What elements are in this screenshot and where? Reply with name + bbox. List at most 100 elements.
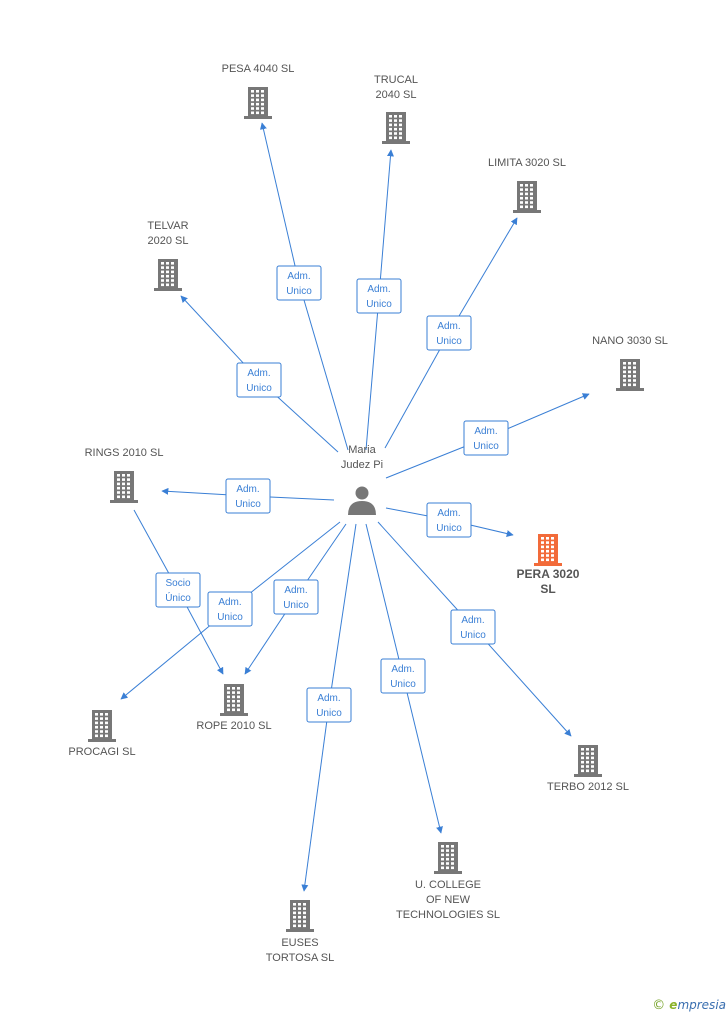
edge-role-line: Adm.: [317, 693, 340, 704]
edge-role-line: Unico: [217, 612, 243, 623]
company-node-rope[interactable]: ROPE 2010 SL: [196, 684, 272, 732]
company-name-line: 2040 SL: [376, 89, 417, 101]
company-node-terbo[interactable]: TERBO 2012 SL: [547, 745, 629, 793]
company-name-line: U. COLLEGE: [415, 879, 481, 891]
edge-role-line: Adm.: [391, 664, 414, 675]
person-name-line: Judez Pi: [341, 459, 383, 471]
edge-role-line: Unico: [436, 523, 462, 534]
edge-rope: Adm. Unico: [244, 523, 347, 675]
company-name-line: PESA 4040 SL: [222, 63, 295, 75]
edge-pesa: Adm.Unico: [260, 122, 349, 451]
company-name: PESA 4040 SL: [222, 63, 295, 75]
edge-nano: Adm.Unico: [385, 393, 590, 479]
edge-role-line: Adm.: [367, 284, 390, 295]
edge-euses: Adm. Unico: [301, 523, 357, 892]
edge-role-box[interactable]: [273, 579, 319, 615]
edge-role-line: Unico: [316, 708, 342, 719]
company-name: ROPE 2010 SL: [196, 720, 271, 732]
edge-role-line: Unico: [436, 336, 462, 347]
building-icon: [434, 842, 462, 874]
edge-role-box[interactable]: [426, 502, 472, 538]
edge-line: [365, 295, 380, 451]
edge-college: Adm.Unico: [365, 523, 443, 834]
company-name-line: EUSES: [281, 937, 318, 949]
edge-role-label: Adm.Unico: [460, 615, 486, 641]
edge-role-box[interactable]: [306, 687, 352, 723]
company-name: NANO 3030 SL: [592, 335, 668, 347]
empresia-logo[interactable]: ©empresia: [652, 998, 726, 1013]
company-name-line: TRUCAL: [374, 74, 418, 86]
edge-arrow: [260, 122, 300, 284]
edge-role-box[interactable]: [380, 658, 426, 694]
company-name: PROCAGI SL: [68, 746, 135, 758]
edge-role-label: Adm.Unico: [246, 368, 272, 394]
company-node-trucal[interactable]: TRUCAL 2040 SL: [374, 74, 418, 144]
edge-role-line: Adm.: [236, 484, 259, 495]
edge-role-line: Socio: [165, 578, 190, 589]
edge-role-line: Adm.: [461, 615, 484, 626]
edge-role-line: Adm.: [284, 585, 307, 596]
edge-role-line: Adm.: [437, 508, 460, 519]
company-name-line: ROPE 2010 SL: [196, 720, 271, 732]
edge-arrow: [378, 149, 394, 297]
edge-role-box[interactable]: [276, 265, 322, 301]
edge-role-box[interactable]: [225, 478, 271, 514]
edge-role-line: Adm.: [247, 368, 270, 379]
brand-name: mpresia: [677, 998, 726, 1012]
building-icon: [244, 87, 272, 119]
edge-terbo: Adm. Unico: [377, 521, 572, 737]
edge-role-label: Adm. Unico: [235, 484, 261, 510]
company-node-procagi[interactable]: PROCAGI SL: [68, 710, 136, 758]
company-name: RINGS 2010 SL: [85, 447, 164, 459]
edge-pera: Adm. Unico: [385, 502, 514, 538]
building-icon: [616, 359, 644, 391]
edge-role-label: Adm. Unico: [436, 508, 462, 534]
edge-role-line: Unico: [366, 299, 392, 310]
edge-role-box[interactable]: [356, 278, 402, 314]
edge-limita: Adm.Unico: [384, 217, 518, 449]
edge-line: [298, 282, 349, 451]
edge-role-label: Adm. Unico: [316, 693, 342, 719]
company-name-line: PROCAGI SL: [68, 746, 135, 758]
company-node-pesa[interactable]: PESA 4040 SL: [222, 63, 295, 119]
edge-role-line: Único: [165, 591, 191, 604]
edge-arrow: [448, 217, 518, 334]
building-icon: [154, 259, 182, 291]
person-icon: [348, 486, 376, 515]
edge-role-box[interactable]: [236, 362, 282, 398]
edge-role-box[interactable]: [207, 591, 253, 627]
edge-role-line: Adm.: [287, 271, 310, 282]
edge-role-label: Adm.Unico: [436, 321, 462, 347]
building-icon: [534, 534, 562, 566]
edge-role-label: Adm.Unico: [390, 664, 416, 690]
edge-role-box[interactable]: [155, 572, 201, 608]
company-name-line: RINGS 2010 SL: [85, 447, 164, 459]
edge-role-label: Adm. Unico: [283, 585, 309, 611]
copyright-symbol: ©: [652, 998, 666, 1013]
company-node-nano[interactable]: NANO 3030 SL: [592, 335, 668, 391]
edge-role-line: Unico: [283, 600, 309, 611]
edge-role-box[interactable]: [450, 609, 496, 645]
edge-role-line: Unico: [235, 499, 261, 510]
edge-role-box[interactable]: [426, 315, 472, 351]
company-node-limita[interactable]: LIMITA 3020 SL: [488, 157, 566, 213]
company-name: TERBO 2012 SL: [547, 781, 629, 793]
building-icon: [574, 745, 602, 777]
building-icon: [382, 112, 410, 144]
edge-role-box[interactable]: [463, 420, 509, 456]
company-node-rings[interactable]: RINGS 2010 SL: [85, 447, 164, 503]
